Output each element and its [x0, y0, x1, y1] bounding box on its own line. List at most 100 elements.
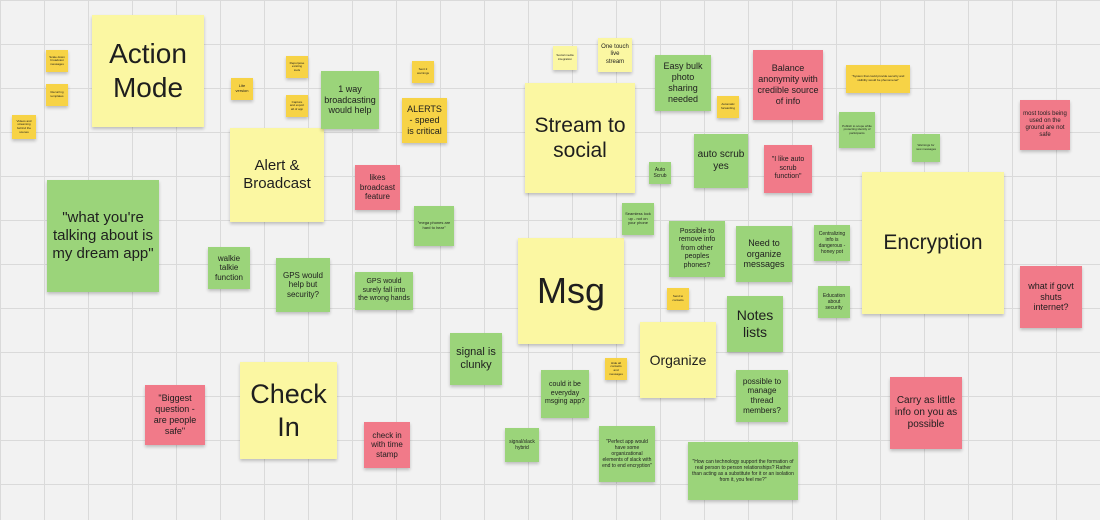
sticky-note-social-media-integration[interactable]: Social media integration [553, 46, 577, 70]
sticky-note-tiny-repurpose[interactable]: Repurpose existing tools [286, 56, 308, 78]
note-text: Capture and export all of app [289, 99, 305, 111]
sticky-note-seamless-lock[interactable]: Seamless lock up - not on your phone [622, 203, 654, 235]
sticky-note-gps-wrong-hands[interactable]: GPS would surely fall into the wrong han… [355, 272, 413, 310]
sticky-note-encryption[interactable]: Encryption [862, 172, 1004, 314]
note-text: ALERTS - speed is critical [407, 104, 442, 136]
note-text: Check In [250, 379, 327, 442]
sticky-note-likes-broadcast[interactable]: likes broadcast feature [355, 165, 400, 210]
note-text: Msg [536, 270, 605, 312]
note-text: "Biggest question - are people safe" [153, 393, 197, 436]
note-text: likes broadcast feature [359, 173, 396, 202]
sticky-note-carry-little-info[interactable]: Carry as little info on you as possible [890, 377, 962, 449]
note-text: 1 way broadcasting would help [324, 83, 376, 116]
note-text: Centralizing info is dangerous - honey p… [818, 231, 846, 255]
note-text: "System that could provide security and … [851, 74, 905, 82]
note-text: Seamless lock up - not on your phone [625, 210, 651, 226]
note-text: Automatic forwarding [720, 102, 735, 110]
note-text: most tools being used on the ground are … [1023, 110, 1067, 139]
note-text: One touch live stream [601, 44, 629, 65]
note-text: "Perfect app would have some organizatio… [602, 439, 652, 469]
sticky-note-tiny-mark-read[interactable]: "System that could provide security and … [846, 65, 910, 93]
note-text: Videos and streaming behind the scenes [16, 118, 32, 134]
sticky-note-thread-members[interactable]: possible to manage thread members? [736, 370, 788, 422]
sticky-note-biggest-question[interactable]: "Biggest question - are people safe" [145, 385, 205, 445]
note-text: signal is clunky [456, 345, 496, 371]
note-text: Hide all contacts and messages [609, 360, 623, 376]
note-text: Send to contacts [672, 294, 684, 302]
sticky-note-auto-scrub-small[interactable]: Auto Scrub [649, 162, 671, 184]
sticky-note-tiny-scale-broadcast[interactable]: Scale down broadcast messages [46, 50, 68, 72]
note-text: Social media integration [556, 53, 574, 61]
sticky-note-remove-info[interactable]: Possible to remove info from other peopl… [669, 221, 725, 277]
sticky-note-tiny-send-contacts[interactable]: Send to contacts [667, 288, 689, 310]
sticky-note-technology-relationships[interactable]: "How can technology support the formatio… [688, 442, 798, 500]
note-text: Warnings for new messages [915, 143, 936, 151]
sticky-note-check-in[interactable]: Check In [240, 362, 337, 459]
sticky-note-organize-messages[interactable]: Need to organize messages [736, 226, 792, 282]
sticky-note-megaphones[interactable]: "mega phones are hard to hear" [414, 206, 454, 246]
sticky-note-dream-app[interactable]: "what you're talking about is my dream a… [47, 180, 159, 292]
sticky-note-like-auto-scrub[interactable]: "I like auto scrub function" [764, 145, 812, 193]
note-text: Balance anonymity with credible source o… [757, 63, 819, 106]
sticky-note-stream-to-social[interactable]: Stream to social [525, 83, 635, 193]
note-text: Education about security [822, 293, 846, 311]
sticky-note-govt-shuts-internet[interactable]: what if govt shuts internet? [1020, 266, 1082, 328]
sticky-note-msg[interactable]: Msg [518, 238, 624, 344]
note-text: Sent 2 warnings [416, 67, 429, 75]
sticky-note-tiny-capture[interactable]: Capture and export all of app [286, 95, 308, 117]
sticky-note-everyday-msging[interactable]: could it be everyday msging app? [541, 370, 589, 418]
sticky-note-auto-scrub-yes[interactable]: auto scrub yes [694, 134, 748, 188]
note-text: Action Mode [109, 38, 187, 103]
note-text: Possible to remove info from other peopl… [678, 228, 716, 269]
sticky-note-education-security[interactable]: Education about security [818, 286, 850, 318]
note-text: Encryption [883, 231, 983, 255]
sticky-note-tiny-videos[interactable]: Videos and streaming behind the scenes [12, 115, 36, 139]
note-text: Carry as little info on you as possible [894, 395, 958, 430]
sticky-note-tools-not-safe[interactable]: most tools being used on the ground are … [1020, 100, 1070, 150]
note-text: Lite version [235, 83, 249, 93]
sticky-note-tiny-hide-contacts[interactable]: Hide all contacts and messages [605, 358, 627, 380]
note-text: possible to manage thread members? [742, 376, 782, 415]
note-text: Notes lists [736, 307, 774, 340]
note-text: "How can technology support the formatio… [692, 459, 794, 483]
sticky-note-alerts-speed[interactable]: ALERTS - speed is critical [402, 98, 447, 143]
note-text: GPS would help but security? [282, 270, 324, 299]
note-text: could it be everyday msging app? [544, 381, 586, 406]
sticky-note-walkie-talkie[interactable]: walkie talkie function [208, 247, 250, 289]
sticky-note-organize[interactable]: Organize [640, 322, 716, 398]
note-text: Easy bulk photo sharing needed [663, 61, 703, 104]
sticky-note-one-way-broadcasting[interactable]: 1 way broadcasting would help [321, 71, 379, 129]
note-text: signal/slack hybrid [509, 439, 535, 451]
sticky-note-tiny-templates[interactable]: Recurring templates [46, 84, 68, 106]
sticky-note-action-mode[interactable]: Action Mode [92, 15, 204, 127]
sticky-note-tiny-lite-version[interactable]: Lite version [231, 78, 253, 100]
sticky-note-notes-lists[interactable]: Notes lists [727, 296, 783, 352]
note-text: Auto Scrub [653, 167, 667, 179]
note-text: Organize [649, 351, 707, 368]
sticky-note-balance-anonymity[interactable]: Balance anonymity with credible source o… [753, 50, 823, 120]
note-text: "mega phones are hard to hear" [417, 220, 451, 230]
note-text: what if govt shuts internet? [1028, 280, 1074, 313]
note-text: Repurpose existing tools [289, 60, 305, 72]
sticky-note-gps-security[interactable]: GPS would help but security? [276, 258, 330, 312]
note-text: Publish to scope while protecting identi… [842, 123, 872, 135]
sticky-note-tiny-publish[interactable]: Publish to scope while protecting identi… [839, 112, 875, 148]
note-text: Alert & Broadcast [243, 157, 311, 192]
sticky-note-tiny-forwarding[interactable]: Automatic forwarding [717, 96, 739, 118]
note-text: "I like auto scrub function" [771, 156, 805, 181]
note-text: walkie talkie function [214, 253, 244, 282]
note-text: auto scrub yes [697, 149, 745, 172]
sticky-note-tiny-warnings[interactable]: Sent 2 warnings [412, 61, 434, 83]
sticky-note-honey-pot[interactable]: Centralizing info is dangerous - honey p… [814, 225, 850, 261]
sticky-note-signal-clunky[interactable]: signal is clunky [450, 333, 502, 385]
sticky-note-bulk-photo-sharing[interactable]: Easy bulk photo sharing needed [655, 55, 711, 111]
sticky-note-signal-slack-hybrid[interactable]: signal/slack hybrid [505, 428, 539, 462]
note-text: Stream to social [534, 113, 626, 162]
sticky-note-one-touch-live-stream[interactable]: One touch live stream [598, 38, 632, 72]
sticky-note-perfect-app[interactable]: "Perfect app would have some organizatio… [599, 426, 655, 482]
note-text: Recurring templates [50, 90, 64, 98]
sticky-note-alert-broadcast[interactable]: Alert & Broadcast [230, 128, 324, 222]
sticky-note-tiny-warnings-new[interactable]: Warnings for new messages [912, 134, 940, 162]
sticky-note-check-in-timestamp[interactable]: check in with time stamp [364, 422, 410, 468]
